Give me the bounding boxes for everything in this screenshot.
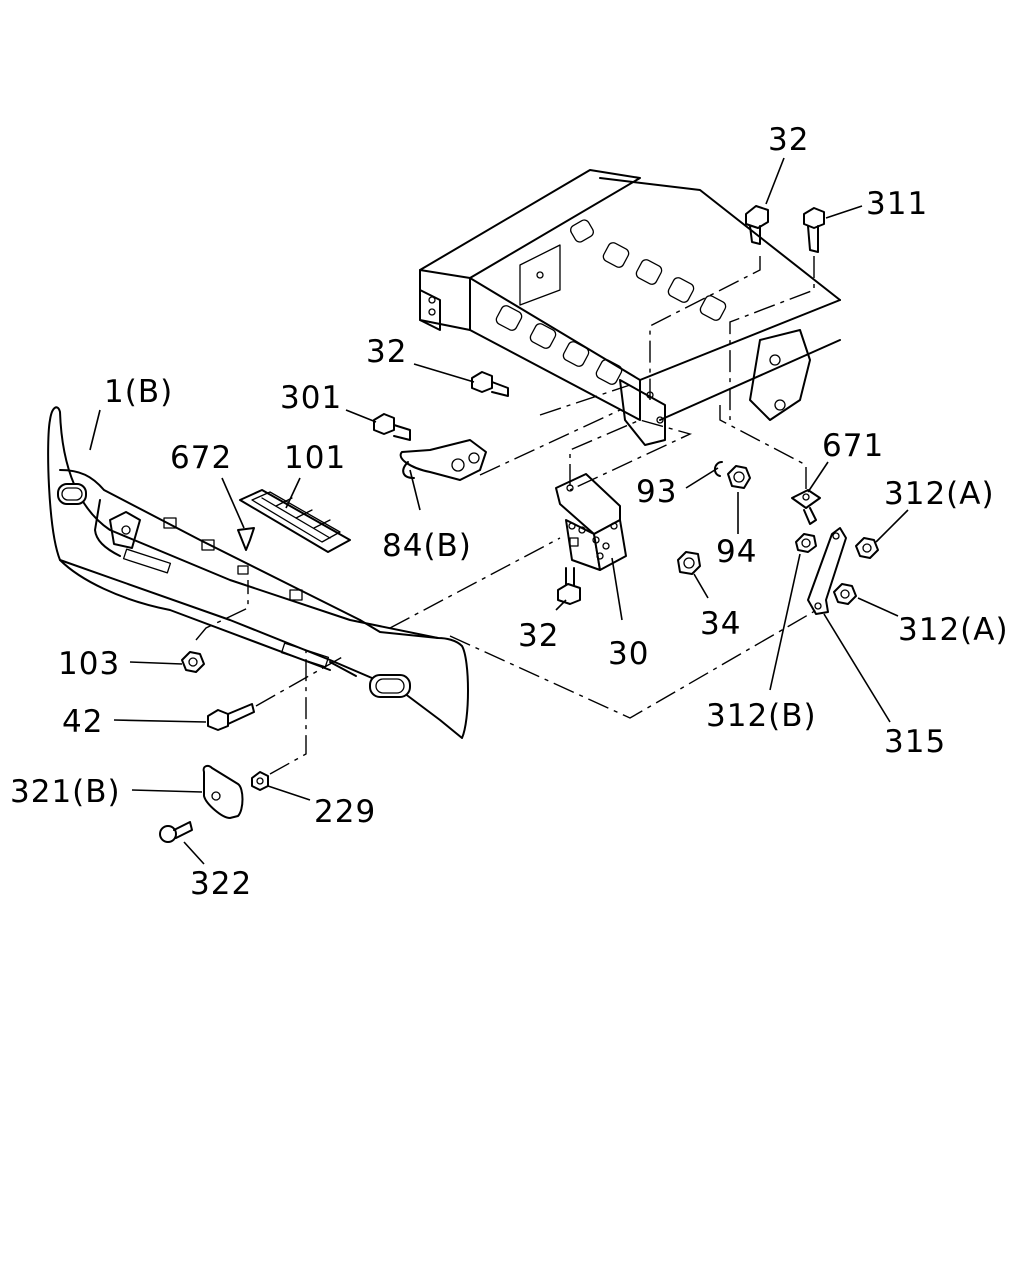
callout-32-left: 32	[366, 334, 407, 370]
front-bumper	[47, 406, 469, 739]
stay-315	[807, 527, 847, 615]
callout-42: 42	[62, 704, 103, 740]
nut-312a-mid	[833, 583, 857, 605]
callout-1b: 1(B)	[104, 374, 173, 410]
callout-671: 671	[822, 428, 884, 464]
chassis-frame	[419, 169, 841, 446]
callout-672: 672	[170, 440, 232, 476]
leader-lines	[89, 157, 909, 865]
guide-lines	[195, 256, 821, 775]
bracket-671	[791, 489, 821, 525]
callout-301: 301	[280, 380, 342, 416]
plate-321b	[202, 764, 244, 819]
bolt-32-top	[745, 205, 769, 245]
callout-labels: 32 311 32 301 1(B) 672 101 671 312(A) 93…	[10, 122, 1009, 902]
callout-312a-top: 312(A)	[884, 476, 995, 512]
callout-315: 315	[884, 724, 946, 760]
callout-93: 93	[636, 474, 677, 510]
bolt-311	[803, 207, 825, 253]
clip-93	[714, 461, 723, 477]
callout-32-bottom: 32	[518, 618, 559, 654]
nut-312b	[795, 533, 817, 553]
callout-321b: 321(B)	[10, 774, 121, 810]
callout-312b: 312(B)	[706, 698, 817, 734]
nut-312a-top	[855, 537, 879, 559]
bolt-42	[207, 703, 255, 731]
nut-103	[181, 651, 205, 673]
bracket-30	[555, 473, 627, 571]
callout-229: 229	[314, 794, 376, 830]
callout-101: 101	[284, 440, 346, 476]
callout-30: 30	[608, 636, 649, 672]
nut-34	[677, 551, 701, 575]
screw-322	[159, 821, 193, 843]
bolt-32-left	[471, 371, 509, 397]
clip-672	[237, 527, 255, 551]
callout-32-top: 32	[768, 122, 809, 158]
callout-84b: 84(B)	[382, 528, 472, 564]
callout-311: 311	[866, 186, 928, 222]
callout-312a-mid: 312(A)	[898, 612, 1009, 648]
callout-34: 34	[700, 606, 741, 642]
bolt-32-bottom	[557, 567, 581, 605]
callout-322: 322	[190, 866, 252, 902]
callout-94: 94	[716, 534, 757, 570]
bolt-301	[373, 413, 411, 441]
nut-94	[727, 465, 751, 489]
tow-hook	[399, 439, 487, 481]
callout-103: 103	[58, 646, 120, 682]
grille-101	[239, 489, 351, 553]
nut-229	[251, 771, 269, 791]
